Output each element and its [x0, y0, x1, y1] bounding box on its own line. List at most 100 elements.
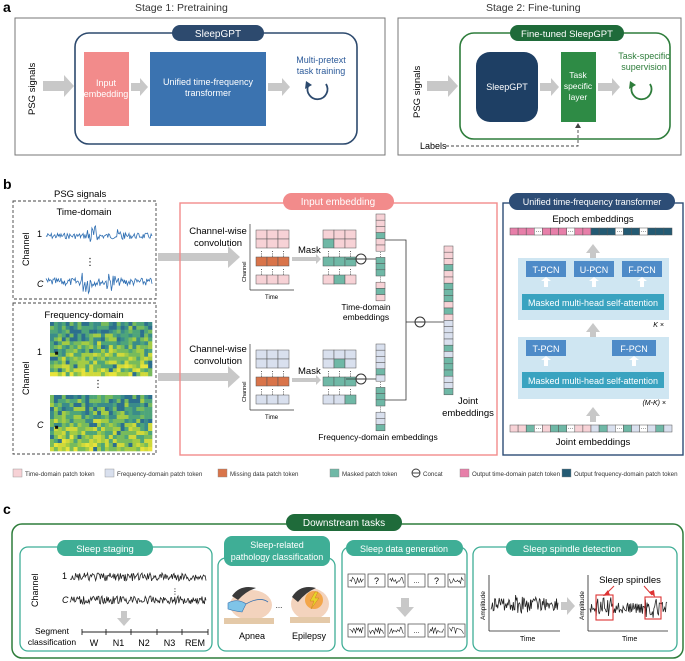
- lower-tpcn-text: T-PCN: [533, 344, 560, 354]
- patch-ellipsis: ⋮: [336, 251, 343, 258]
- spectrogram-cell: [132, 419, 137, 424]
- spectrogram-cell: [144, 399, 149, 404]
- pathology-badge-line1: Sleep-related: [250, 540, 304, 550]
- spectrogram-cell: [136, 399, 141, 404]
- column-token: [443, 388, 454, 396]
- spectrogram-cell: [61, 349, 66, 354]
- spectrogram-cell: [50, 345, 55, 350]
- column-token: [443, 270, 454, 278]
- spectrogram-cell: [65, 443, 70, 448]
- row-ellipsis: ···: [641, 229, 647, 235]
- spectrogram-cell: [116, 341, 121, 346]
- spectrogram-cell: [93, 372, 98, 377]
- spectrogram-cell: [81, 337, 86, 342]
- spectrogram-cell: [89, 360, 94, 365]
- generation-ellipsis: ...: [414, 628, 420, 635]
- spectrogram-cell: [69, 372, 74, 377]
- spectrogram-cell: [50, 411, 55, 416]
- spectrogram-cell: [65, 407, 70, 412]
- patch-token: [277, 238, 290, 249]
- joint-embedding-row: ············: [509, 424, 673, 433]
- generation-waveform: [449, 576, 464, 584]
- spectrogram-cell: [120, 399, 125, 404]
- spectrogram-cell: [85, 423, 90, 428]
- spectrogram-cell: [77, 337, 82, 342]
- patch-ellipsis: ⋮: [336, 389, 343, 396]
- spectrogram-cell: [50, 333, 55, 338]
- spectrogram-cell: [140, 325, 145, 331]
- spectrogram-cell: [81, 322, 86, 327]
- row-token: [663, 424, 673, 433]
- column-token: [375, 387, 386, 394]
- generation-waveform: [349, 626, 364, 634]
- apnea-mask-icon: [227, 600, 247, 613]
- spectrogram-cell: [128, 403, 133, 408]
- spectrogram-cell: [93, 322, 98, 327]
- spectrogram-cell: [136, 368, 141, 373]
- generation-segment: [387, 573, 406, 588]
- column-token: [443, 375, 454, 383]
- spectrogram-cell: [73, 352, 78, 358]
- spectrogram-cell: [116, 356, 121, 361]
- spectrogram-cell: [53, 447, 59, 452]
- spectrogram-cell: [148, 403, 153, 408]
- spindle-output-wave: [589, 597, 668, 618]
- fd-grid-time-axis: Time: [265, 415, 279, 421]
- spectrogram-cell: [77, 345, 82, 350]
- column-token: [375, 393, 386, 401]
- spectrogram-cell: [89, 345, 94, 350]
- frequency-domain-box: [12, 302, 157, 455]
- spectrogram-cell: [112, 345, 117, 350]
- patch-token: [322, 376, 335, 387]
- spectrogram-cell: [112, 333, 117, 338]
- spectrogram-cell: [108, 415, 113, 420]
- spectrogram-cell: [104, 322, 110, 327]
- spectrogram-cell: [124, 341, 129, 346]
- frequency-domain-masked-grid: ⋮⋮⋮⋮⋮⋮: [322, 349, 357, 405]
- spectrogram-cell: [144, 349, 149, 354]
- spectrogram-cell: [77, 435, 82, 440]
- spectrogram-cell: [93, 325, 98, 331]
- column-token: [375, 244, 386, 252]
- spectrogram-cell: [53, 372, 59, 377]
- spectrogram-cell: [144, 325, 149, 331]
- spectrogram-cell: [77, 431, 82, 436]
- patch-token: [344, 256, 357, 267]
- spectrogram-cell: [104, 399, 110, 404]
- spectrogram-cell: [69, 368, 74, 373]
- spectrogram-cell: [57, 395, 62, 400]
- spectrogram-cell: [85, 411, 90, 416]
- patch-token: [344, 394, 357, 405]
- stage1-psg-label: PSG signals: [27, 62, 38, 115]
- patch-ellipsis: ⋮: [258, 371, 265, 378]
- row-token: [655, 424, 665, 433]
- patch-token: [322, 256, 335, 267]
- spectrogram-cell: [132, 403, 137, 408]
- panel-c: c Downstream tasks Sleep staging Channel…: [3, 501, 684, 659]
- spectrogram-cell: [73, 372, 78, 377]
- spectrogram-cell: [120, 352, 125, 358]
- joint-embeddings-label: Joint embeddings: [556, 437, 631, 448]
- stage2-title: Stage 2: Fine-tuning: [486, 2, 581, 14]
- spectrogram-cell: [65, 337, 70, 342]
- spectrogram-cell: [112, 360, 117, 365]
- stage-label: W: [90, 638, 99, 648]
- spectrogram-cell: [136, 427, 141, 432]
- lower-up-arrow-2: [629, 356, 639, 366]
- spectrogram-cell: [77, 368, 82, 373]
- spectrogram-cell: [61, 341, 66, 346]
- spectrogram-cell: [112, 423, 117, 428]
- frequency-domain-label: Frequency-domain: [44, 310, 123, 321]
- unified-transformer-line1: Unified time-frequency: [163, 77, 254, 87]
- spectrogram-cell: [136, 419, 141, 424]
- spectrogram-cell: [61, 329, 66, 334]
- column-token: [375, 356, 386, 363]
- spectrogram-cell: [112, 349, 117, 354]
- spectrogram-cell: [140, 337, 145, 342]
- spectrogram-cell: [85, 427, 90, 432]
- row-token: [525, 227, 535, 236]
- spectrogram-cell: [93, 349, 98, 354]
- spectrogram-cell: [148, 322, 153, 327]
- spectrogram-cell: [116, 372, 121, 377]
- spectrogram-cell: [120, 322, 125, 327]
